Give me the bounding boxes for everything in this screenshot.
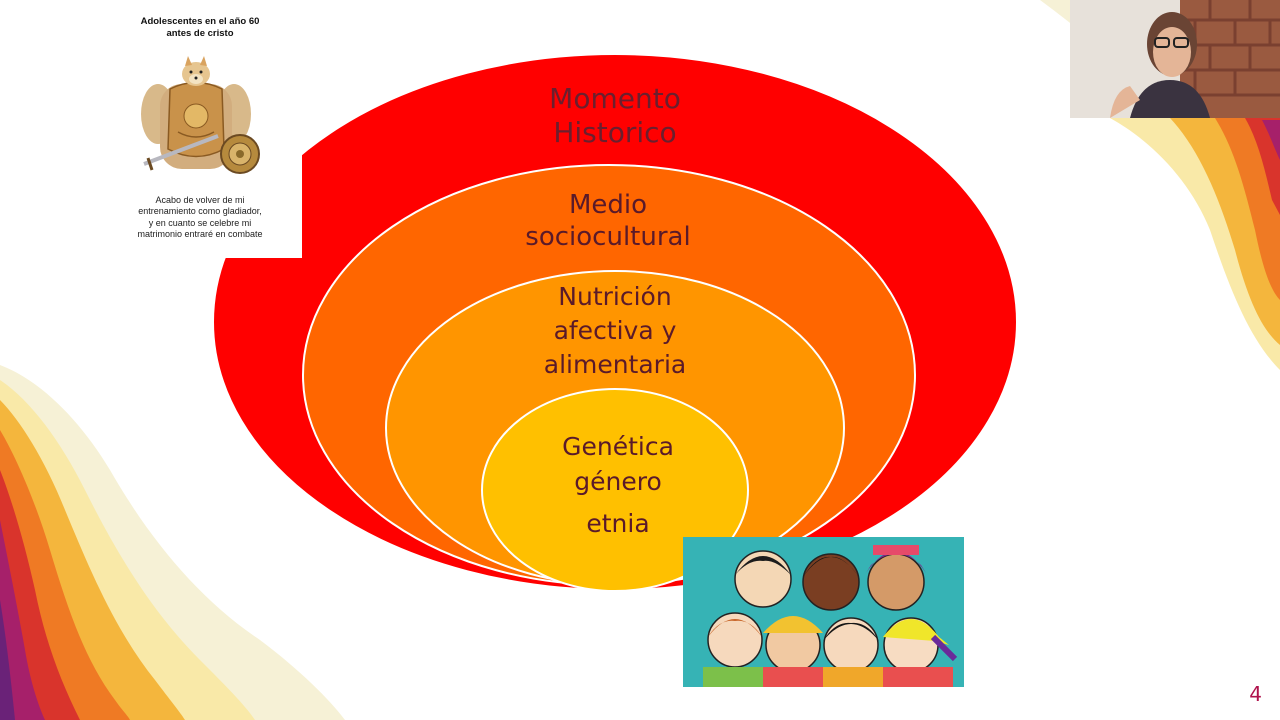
meme-card: Adolescentes en el año 60 antes de crist… <box>136 8 302 258</box>
doge-gladiator-image <box>141 56 260 174</box>
label-line: sociocultural <box>525 221 691 252</box>
ring-genetica <box>481 388 749 592</box>
label-line: Genética <box>562 432 674 461</box>
label-medio-sociocultural: Medio sociocultural <box>490 190 726 253</box>
label-genetica: Genética género etnia <box>518 430 718 542</box>
label-line: Medio <box>568 190 648 220</box>
label-line: afectiva y <box>553 316 677 345</box>
label-line: Historico <box>553 116 677 150</box>
label-line: alimentaria <box>543 350 687 379</box>
label-nutricion: Nutrición afectiva y alimentaria <box>505 280 725 382</box>
label-line: Nutrición <box>558 282 672 311</box>
webcam-presenter-feed <box>1070 0 1280 118</box>
label-line: género <box>574 466 662 496</box>
meme-caption: Acabo de volver de mi entrenamiento como… <box>137 195 263 239</box>
label-line: etnia <box>586 509 650 538</box>
slide-number: 4 <box>1249 682 1262 706</box>
children-illustration-image <box>683 537 964 687</box>
label-momento-historico: Momento Historico <box>500 82 730 150</box>
meme-title: Adolescentes en el año 60 antes de crist… <box>140 16 260 39</box>
label-line: Momento <box>549 82 681 115</box>
